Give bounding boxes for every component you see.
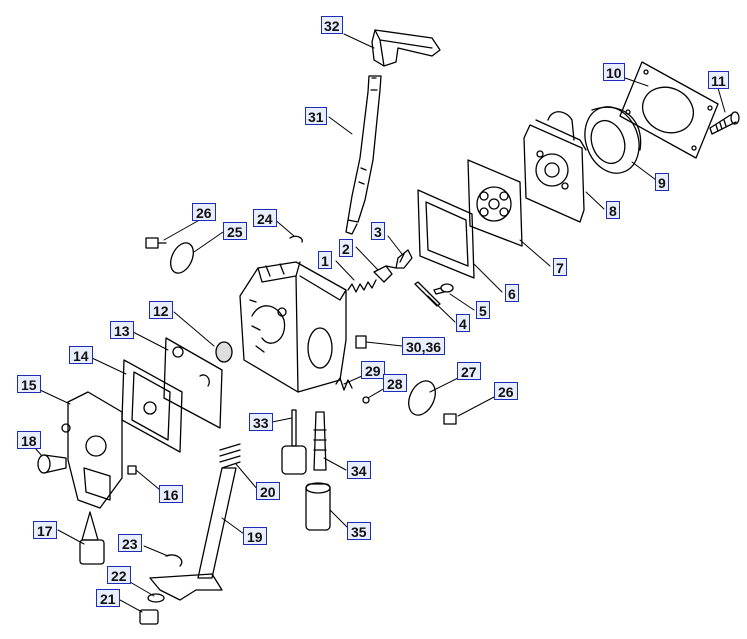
callout-8[interactable]: 8 <box>606 201 620 219</box>
callout-19[interactable]: 19 <box>243 527 267 545</box>
part-1-spring <box>347 279 377 293</box>
callout-4[interactable]: 4 <box>456 314 470 332</box>
part-7-plate <box>467 159 523 247</box>
callout-23[interactable]: 23 <box>118 534 142 552</box>
part-27-disk <box>408 380 436 416</box>
callout-5[interactable]: 5 <box>476 301 490 319</box>
part-30-36-fitting <box>355 335 367 349</box>
part-12-screen <box>215 341 233 363</box>
callout-26-bottom[interactable]: 26 <box>494 382 518 400</box>
part-18-screw <box>37 454 67 474</box>
callout-20[interactable]: 20 <box>256 482 280 500</box>
part-13-gasket <box>163 337 223 429</box>
callout-28[interactable]: 28 <box>383 374 407 392</box>
part-32-handle <box>371 29 441 67</box>
part-11-screw <box>709 111 740 135</box>
part-20-spring <box>219 443 241 469</box>
callout-7[interactable]: 7 <box>553 258 567 276</box>
callout-1[interactable]: 1 <box>318 251 332 269</box>
part-10-gasket <box>619 61 719 159</box>
part-35-housing <box>305 482 331 531</box>
callout-24[interactable]: 24 <box>253 209 277 227</box>
part-28-ball <box>362 396 370 404</box>
callout-13[interactable]: 13 <box>110 321 134 339</box>
callout-10[interactable]: 10 <box>603 63 625 81</box>
callout-17[interactable]: 17 <box>33 521 57 539</box>
callout-11[interactable]: 11 <box>708 71 729 89</box>
callout-29[interactable]: 29 <box>361 361 385 379</box>
part-4-pin <box>414 281 441 307</box>
part-22-washer <box>147 593 165 603</box>
callout-21[interactable]: 21 <box>96 589 120 607</box>
callout-31[interactable]: 31 <box>305 107 327 125</box>
callout-22[interactable]: 22 <box>107 566 131 584</box>
part-23-clip <box>165 554 183 567</box>
part-29-spring <box>335 377 353 391</box>
callout-26-top[interactable]: 26 <box>192 203 216 221</box>
part-17-needle <box>79 511 105 565</box>
part-19-shaft <box>149 467 237 601</box>
callout-34[interactable]: 34 <box>347 461 371 479</box>
callout-14[interactable]: 14 <box>69 346 93 364</box>
part-34-jet <box>313 411 327 471</box>
callout-30-36[interactable]: 30,36 <box>402 337 446 355</box>
part-16-plug <box>127 465 137 475</box>
carburetor-body <box>239 261 347 393</box>
part-31-shaft <box>345 75 382 235</box>
part-33-jet <box>281 409 307 475</box>
callout-2[interactable]: 2 <box>339 239 353 257</box>
callout-25[interactable]: 25 <box>223 222 247 240</box>
callout-35[interactable]: 35 <box>347 522 371 540</box>
callout-9[interactable]: 9 <box>655 173 669 191</box>
part-9-ring <box>584 106 642 174</box>
callout-27[interactable]: 27 <box>457 362 481 380</box>
part-14-diaphragm <box>121 359 183 453</box>
part-25-disk <box>170 242 194 274</box>
part-3-lever <box>395 249 413 269</box>
part-6-gasket <box>417 189 475 279</box>
part-21-nut <box>139 609 159 625</box>
part-26-screw-b <box>443 413 457 425</box>
part-26-screw-a <box>145 237 167 249</box>
part-5-screw <box>433 283 454 295</box>
callout-33[interactable]: 33 <box>249 413 273 431</box>
callout-12[interactable]: 12 <box>149 301 173 319</box>
callout-3[interactable]: 3 <box>371 222 385 240</box>
callout-16[interactable]: 16 <box>159 485 183 503</box>
part-24-clip <box>289 235 303 243</box>
callout-32[interactable]: 32 <box>321 16 343 34</box>
callout-18[interactable]: 18 <box>17 431 41 449</box>
callout-6[interactable]: 6 <box>505 284 519 302</box>
callout-15[interactable]: 15 <box>17 375 41 393</box>
part-15-cover <box>61 391 123 509</box>
part-2-valve <box>373 265 397 283</box>
part-8-pump-cover <box>523 111 587 223</box>
